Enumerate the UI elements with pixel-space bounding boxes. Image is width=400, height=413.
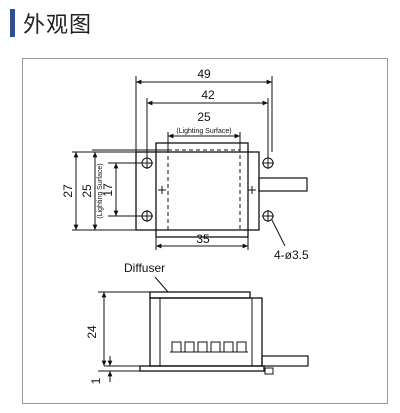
dim-overall-width: 49 — [197, 67, 211, 81]
mounting-hole — [262, 157, 274, 169]
dim-lighting-width: 25 — [197, 110, 211, 124]
mounting-hole — [262, 210, 274, 222]
top-view — [72, 76, 308, 250]
dim-lighting-width-caption: (Lighting Surface) — [176, 128, 231, 135]
diffuser-label: Diffuser — [124, 261, 165, 275]
side-view-base — [139, 365, 265, 372]
dim-hole-spacing-width: 42 — [201, 88, 215, 102]
screw-head — [264, 367, 274, 375]
mounting-hole — [141, 210, 153, 222]
top-view-body — [155, 142, 249, 238]
led-array — [170, 341, 248, 353]
dim-side-height: 24 — [85, 325, 99, 339]
header-accent-bar — [10, 9, 15, 37]
screw-mark — [158, 186, 166, 194]
dim-body-width: 35 — [196, 232, 210, 246]
dim-lighting-height: 25 — [80, 184, 94, 198]
lighting-surface-outline — [167, 149, 241, 231]
mounting-hole — [141, 157, 153, 169]
page-title: 外观图 — [23, 13, 93, 38]
hole-callout: 4-ø3.5 — [274, 248, 309, 262]
page-header: 外观图 — [10, 6, 92, 40]
side-view — [98, 276, 309, 382]
side-view-cable — [261, 355, 309, 367]
top-view-cable — [258, 177, 308, 192]
dim-hole-spacing-height: 17 — [101, 183, 115, 197]
dim-overall-height: 27 — [61, 184, 75, 198]
dim-lighting-height-caption: (Lighting Surface) — [97, 163, 104, 218]
drawing-frame — [22, 58, 388, 404]
screw-mark — [248, 186, 256, 194]
side-view-body — [149, 297, 263, 367]
diffuser — [149, 291, 251, 299]
dim-side-base: 1 — [89, 377, 103, 384]
top-view-flange — [135, 151, 260, 231]
